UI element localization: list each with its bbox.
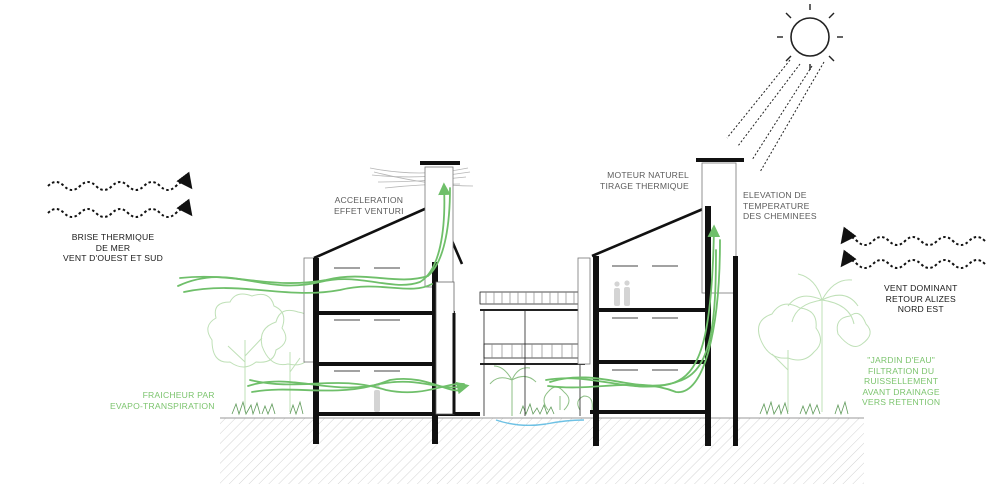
venturi-lines (369, 167, 474, 189)
fraicheur-label: FRAICHEUR PAR EVAPO-TRANSPIRATION (110, 390, 215, 411)
wind-arrow-icon (47, 171, 986, 269)
vent-dominant-line-2: RETOUR ALIZES (885, 293, 956, 304)
brise-line-1: BRISE THERMIQUE (71, 232, 155, 242)
moteur-line-1: MOTEUR NATUREL (607, 170, 689, 180)
vent-dominant-label: VENT DOMINANT RETOUR ALIZES NORD EST (884, 283, 958, 315)
central-connector (479, 291, 585, 416)
person-icon (374, 280, 630, 412)
right-building (577, 158, 744, 446)
tree-icon (207, 273, 871, 412)
palm-icon (489, 365, 593, 416)
airflow-arrow-icon (177, 182, 721, 395)
fraicheur-line-1: FRAICHEUR PAR (142, 390, 215, 400)
jardin-line-3: RUISSELLEMENT (864, 376, 939, 386)
brise-line-3: VENT D'OUEST ET SUD (63, 253, 163, 263)
water-garden (495, 419, 585, 427)
acceleration-label: ACCELERATION EFFET VENTURI (334, 195, 404, 216)
elevation-line-3: DES CHEMINEES (743, 211, 817, 221)
vent-dominant-line-1: VENT DOMINANT (884, 283, 958, 293)
sun-icon (726, 4, 843, 173)
brise-thermique-label: BRISE THERMIQUE DE MER VENT D'OUEST ET S… (63, 232, 163, 264)
jardin-deau-label: "JARDIN D'EAU" FILTRATION DU RUISSELLEME… (862, 355, 940, 408)
acceleration-line-1: ACCELERATION (334, 195, 404, 205)
elevation-line-2: TEMPERATURE (743, 200, 810, 211)
brise-line-2: DE MER (95, 242, 131, 253)
moteur-label: MOTEUR NATUREL TIRAGE THERMIQUE (600, 170, 689, 191)
vent-dominant-line-3: NORD EST (897, 304, 944, 314)
elevation-line-1: ELEVATION DE (743, 190, 807, 200)
acceleration-line-2: EFFET VENTURI (334, 205, 404, 216)
jardin-line-4: AVANT DRAINAGE (862, 386, 940, 397)
ground (220, 417, 864, 484)
moteur-line-2: TIRAGE THERMIQUE (600, 180, 689, 191)
jardin-line-2: FILTRATION DU (867, 365, 935, 376)
elevation-label: ELEVATION DE TEMPERATURE DES CHEMINEES (743, 190, 817, 222)
fraicheur-line-2: EVAPO-TRANSPIRATION (110, 400, 215, 411)
jardin-line-5: VERS RETENTION (862, 397, 941, 407)
jardin-line-1: "JARDIN D'EAU" (867, 355, 936, 365)
